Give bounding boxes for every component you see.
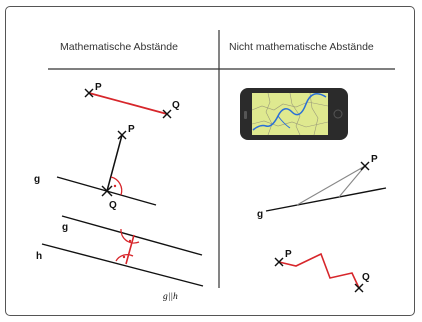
point-p-marker [360,161,370,171]
map-river [252,93,327,131]
smartphone-map-icon [240,88,348,140]
point-p-marker [274,257,284,267]
phone-home-button [333,109,343,119]
point-to-line-distance: P g Q [34,124,157,211]
line-h [41,243,204,287]
non-mathematical-point-to-line: P g [257,154,387,220]
perpendicular-segment [106,134,123,192]
left-column-title: Mathematische Abstände [60,41,178,53]
label-g: g [257,209,263,220]
figure-frame [5,6,415,316]
label-g: g [34,174,40,185]
right-angle-marker-icon [115,253,134,262]
parallel-notation: g||h [163,292,178,302]
point-q-marker [162,109,172,119]
right-angle-dot [122,255,126,259]
label-p: P [371,154,378,165]
perpendicular-segment [125,234,135,265]
right-angle-dot [113,184,117,188]
right-angle-marker-icon [120,228,140,244]
label-h: h [36,251,42,262]
label-p: P [128,124,135,135]
map-river-branch [277,115,291,129]
path-segment [278,252,360,289]
phone-screen-map [252,93,328,135]
point-p-marker [117,130,127,140]
path-distance: P Q [274,249,370,293]
right-angle-marker-icon [110,176,123,196]
point-q-marker [354,283,364,293]
label-q: Q [109,200,117,211]
point-p-marker [84,88,94,98]
distance-segment [88,92,168,115]
label-q: Q [362,272,370,283]
label-p: P [95,82,102,93]
label-p: P [285,249,292,260]
label-g: g [62,222,68,233]
right-angle-dot [128,239,132,243]
foot-point-marker [101,185,113,197]
phone-side-button [244,111,247,119]
label-q: Q [172,100,180,111]
right-column-title: Nicht mathematische Abstände [229,41,374,53]
line-g [61,215,203,256]
oblique-segment [296,165,366,206]
point-to-point-distance: P Q [84,82,180,119]
parallel-lines-distance: g h g||h [36,215,204,302]
oblique-segment [338,165,366,198]
line-g [265,187,387,212]
